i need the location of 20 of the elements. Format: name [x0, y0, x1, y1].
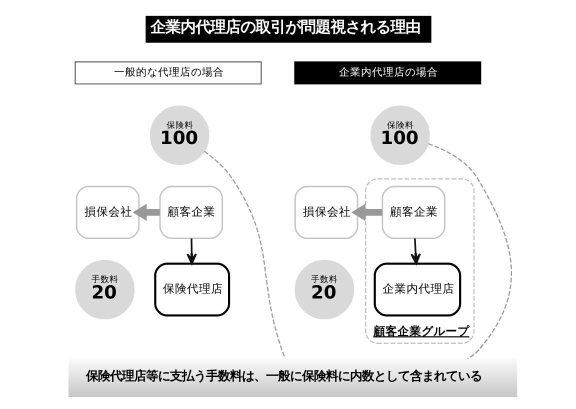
node-circle: 保険料 100: [370, 106, 430, 165]
arrow: [410, 238, 420, 265]
connector: [428, 143, 512, 360]
node-box: 損保会社: [75, 186, 140, 240]
node-box: 顧客企業: [381, 186, 445, 240]
node-box: 保険代理店: [154, 262, 230, 317]
node-circle: 保険料 100: [149, 106, 209, 165]
node-box: 一般的な代理店の場合: [74, 61, 262, 84]
arrow: [350, 204, 382, 222]
connector: [203, 150, 286, 359]
arrow: [186, 238, 196, 265]
node-circle: 手数料 20: [294, 260, 354, 320]
node-box: 企業内代理店の場合: [294, 61, 481, 84]
node-box: 損保会社: [294, 186, 358, 240]
node-box: 保険代理店等に支払う手数料は、一般に保険料に内数として含まれている: [68, 358, 517, 397]
node-box: 顧客企業: [158, 186, 223, 240]
diagram-title: 企業内代理店の取引が問題視される理由: [150, 18, 420, 36]
arrow: [132, 204, 160, 222]
node-circle: 手数料 20: [74, 260, 134, 320]
node-box: 企業内代理店: [373, 262, 461, 317]
